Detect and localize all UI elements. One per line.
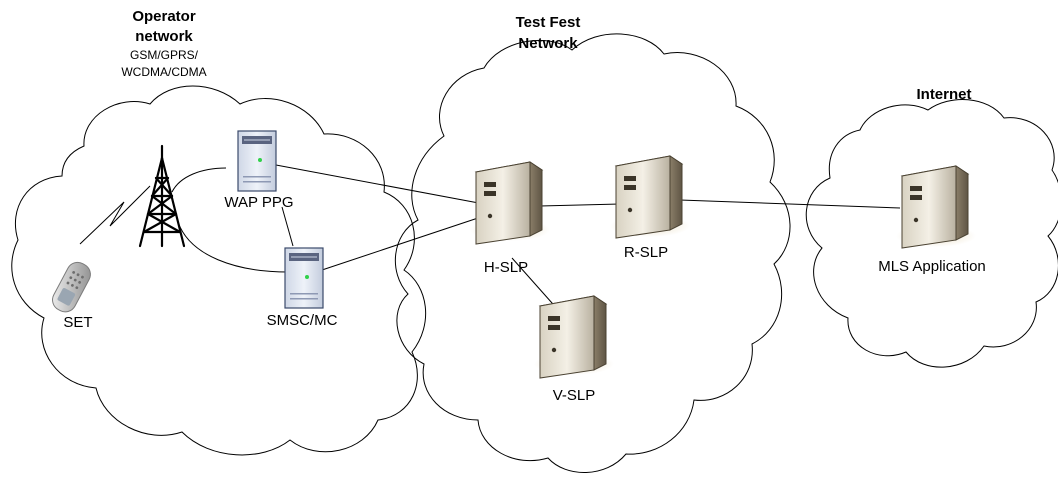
operator-network-cloud: [11, 85, 427, 456]
mls-application-label: MLS Application: [878, 258, 986, 275]
v-slp-server-icon: [534, 295, 614, 379]
operator-network-title-line2: network: [135, 28, 193, 45]
h-slp-server-icon: [470, 161, 550, 245]
h-slp-label: H-SLP: [484, 259, 528, 276]
operator-network-sub-line1: GSM/GPRS/: [130, 48, 199, 62]
smsc-mc-label: SMSC/MC: [267, 312, 338, 329]
radio-link-zigzag: [79, 185, 151, 245]
link-r-slp-to-mls: [679, 199, 901, 209]
link-h-slp-to-v-slp: [511, 257, 561, 313]
cell-tower-icon: [138, 144, 186, 248]
link-tower-to-smsc: [177, 221, 289, 273]
test-fest-network-cloud: [394, 33, 791, 473]
link-wap-ppg-to-h-slp: [275, 164, 485, 205]
test-fest-title-line2: Network: [518, 35, 578, 52]
wap-ppg-server-icon: [237, 130, 277, 192]
operator-network-title-line1: Operator: [132, 8, 196, 25]
test-fest-title-line1: Test Fest: [516, 14, 581, 31]
link-smsc-to-h-slp: [321, 215, 485, 271]
mls-application-server-icon: [896, 165, 976, 249]
smsc-mc-server-icon: [284, 247, 324, 309]
link-tower-to-wap-ppg: [171, 167, 227, 193]
r-slp-label: R-SLP: [624, 244, 668, 261]
operator-network-sub-line2: WCDMA/CDMA: [121, 65, 206, 79]
v-slp-label: V-SLP: [553, 387, 596, 404]
mobile-phone-icon: [52, 261, 91, 313]
link-h-slp-to-r-slp: [539, 203, 621, 207]
wap-ppg-label: WAP PPG: [224, 194, 293, 211]
internet-title: Internet: [916, 86, 971, 103]
r-slp-server-icon: [610, 155, 690, 239]
link-wap-ppg-to-smsc: [281, 206, 294, 247]
set-label: SET: [63, 314, 92, 331]
internet-cloud: [805, 99, 1058, 368]
